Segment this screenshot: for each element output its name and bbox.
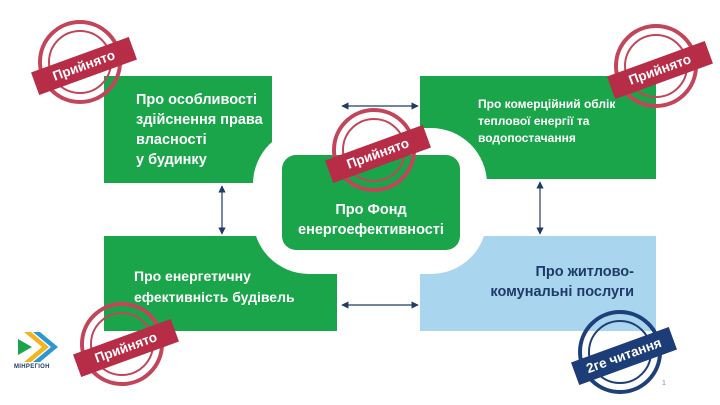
node-text-line: здійснення права [136,112,263,128]
node-text-line: Про комерційний облік [478,97,616,111]
page-number: 1 [662,380,666,387]
stamp-adopted: Прийнято [73,302,179,386]
logo-text: МІНРЕГІОН [14,364,50,370]
node-text-line: ефективність будівель [134,289,295,305]
stamp-second-reading: 2ге читання [571,310,677,394]
node-text-line: теплової енергії та [478,114,590,128]
node-text-line: Про житлово- [535,264,634,280]
stamp-adopted: Прийнято [325,108,431,192]
node-text-line: Про енергетичну [134,268,251,284]
stamp-adopted: Прийнято [607,24,713,108]
minregion-logo-icon [18,332,58,362]
node-text-line: у будинку [136,152,207,168]
node-text-line: комунальні послуги [490,284,634,300]
node-text-line: Про особливості [136,92,258,108]
node-text-line: водопостачання [478,131,576,145]
node-text-line: власності [136,132,207,148]
node-text-line: Про Фонд [335,202,407,218]
stamp-adopted: Прийнято [31,20,137,104]
node-text-line: енергоефективності [298,222,444,238]
node-ownership-rights: Про особливості здійснення права власнос… [104,76,272,183]
